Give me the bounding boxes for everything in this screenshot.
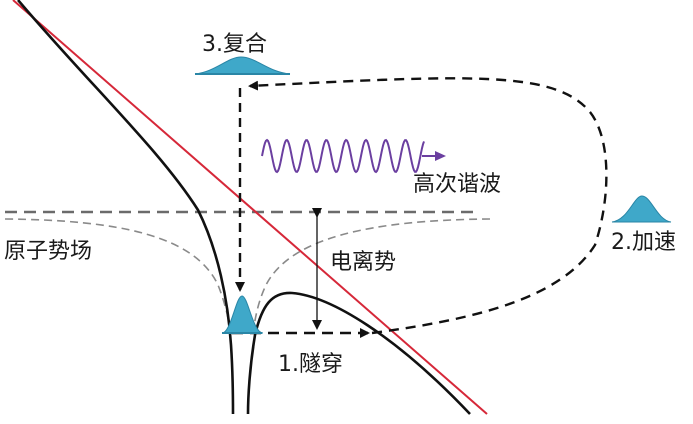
label-ionization-potential: 电离势 <box>330 250 396 275</box>
label-acceleration: 2.加速 <box>611 230 676 255</box>
label-recombination: 3.复合 <box>202 32 267 57</box>
distorted-potential-right-branch <box>246 291 471 415</box>
electron-packet-acceleration <box>611 195 672 223</box>
undistorted-potential-left <box>4 218 232 335</box>
acceleration-return-trajectory <box>248 77 608 335</box>
electron-packet-recombination <box>194 56 291 75</box>
label-atomic-potential: 原子势场 <box>4 239 92 264</box>
undistorted-potential-right <box>252 218 491 335</box>
high-harmonic-wave <box>261 138 425 174</box>
distorted-potential-left-branch <box>17 0 235 415</box>
electron-packet-ground-state <box>221 295 264 334</box>
label-high-harmonics: 高次谐波 <box>413 172 501 197</box>
label-tunneling: 1.隧穿 <box>278 352 343 377</box>
laser-field-line <box>12 0 488 415</box>
